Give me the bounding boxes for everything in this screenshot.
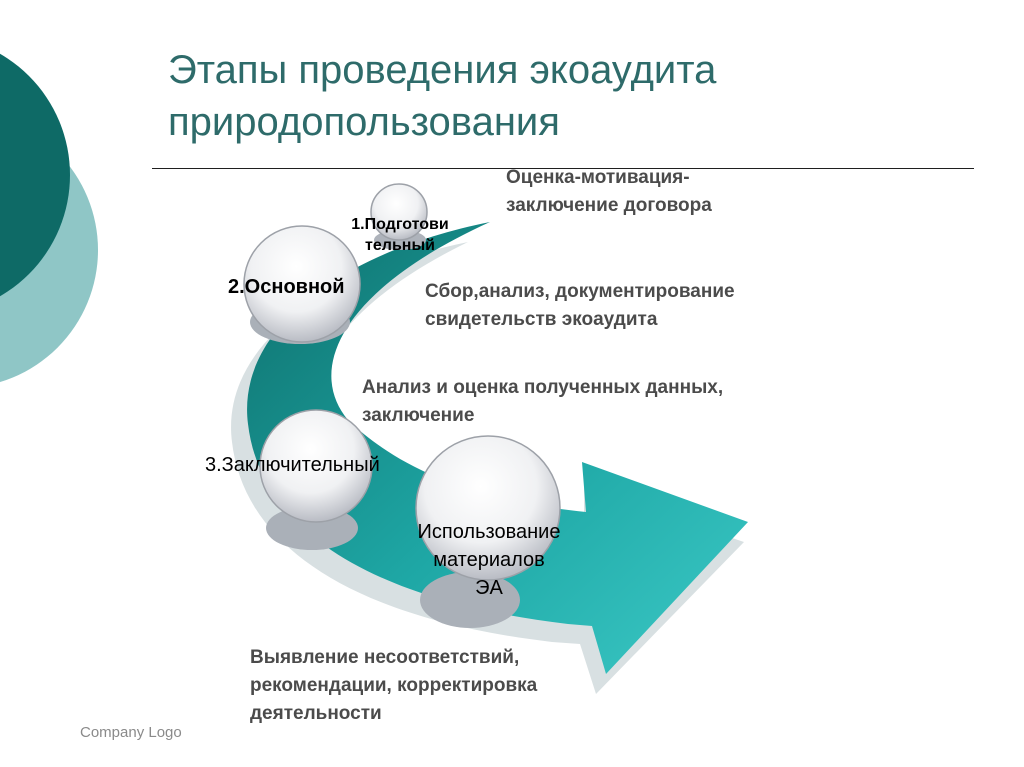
stage2-label: 2.Основной — [228, 276, 345, 299]
stage4-label-line3: ЭА — [389, 574, 589, 602]
description-4-line2: рекомендации, корректировка — [250, 672, 537, 700]
stage1-label-line1: 1.Подготови — [330, 214, 470, 235]
description-1-line1: Оценка-мотивация- — [506, 164, 712, 192]
description-4-line1: Выявление несоответствий, — [250, 644, 537, 672]
description-1-line2: заключение договора — [506, 192, 712, 220]
description-3-line1: Анализ и оценка полученных данных, — [362, 374, 723, 402]
stage4-label-line1: Использование — [389, 518, 589, 546]
description-4: Выявление несоответствий, рекомендации, … — [250, 644, 537, 728]
stage4-label: Использование материалов ЭА — [389, 518, 589, 602]
description-4-line3: деятельности — [250, 700, 537, 728]
description-2-line1: Сбор,анализ, документирование — [425, 278, 735, 306]
stage4-label-line2: материалов — [389, 546, 589, 574]
description-2-line2: свидетельств экоаудита — [425, 306, 735, 334]
description-1: Оценка-мотивация- заключение договора — [506, 164, 712, 220]
description-2: Сбор,анализ, документирование свидетельс… — [425, 278, 735, 334]
description-3-line2: заключение — [362, 402, 723, 430]
slide-title: Этапы проведения экоаудита природопользо… — [168, 44, 928, 148]
description-3: Анализ и оценка полученных данных, заклю… — [362, 374, 723, 430]
stage1-label: 1.Подготови тельный — [330, 214, 470, 256]
slide-title-line2: природопользования — [168, 96, 928, 148]
company-logo: Company Logo — [80, 724, 182, 741]
stage1-label-line2: тельный — [330, 235, 470, 256]
slide-title-line1: Этапы проведения экоаудита — [168, 44, 928, 96]
stage3-label: 3.Заключительный — [205, 454, 380, 477]
